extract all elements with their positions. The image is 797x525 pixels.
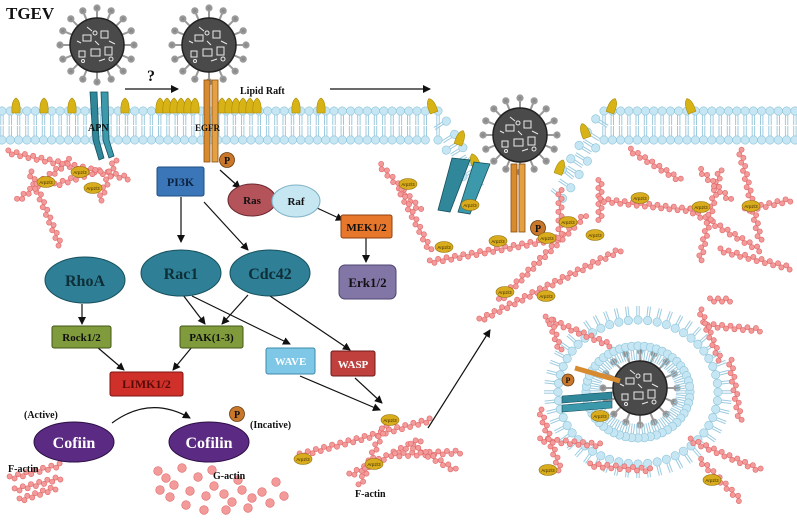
svg-text:Cofilin: Cofilin xyxy=(185,435,232,452)
pak-node: PAK(1-3) xyxy=(179,325,244,349)
unknown-transfer-question-mark: ? xyxy=(147,68,155,85)
rac1-node: Rac1 xyxy=(140,249,222,297)
svg-text:P: P xyxy=(224,156,230,167)
cdc42-node: Cdc42 xyxy=(229,249,311,297)
f-actin-label-left: F-actin xyxy=(8,464,39,475)
pi3k-node: PI3K xyxy=(156,166,205,197)
svg-text:Rock1/2: Rock1/2 xyxy=(62,332,101,344)
tgev-virus-particle-1 xyxy=(56,4,138,86)
svg-text:MEK1/2: MEK1/2 xyxy=(346,222,387,234)
erk-node: Erk1/2 xyxy=(338,264,397,300)
svg-text:Rac1: Rac1 xyxy=(164,266,199,283)
mek-node: MEK1/2 xyxy=(340,214,393,239)
diagram-title: TGEV xyxy=(6,4,55,23)
svg-text:WAVE: WAVE xyxy=(275,356,307,368)
rhoa-node: RhoA xyxy=(44,256,126,304)
raf-node: Raf xyxy=(271,184,321,218)
tgev-virus-particle-3 xyxy=(479,94,561,176)
limk-node: LIMK1/2 xyxy=(109,371,184,397)
svg-text:WASP: WASP xyxy=(338,359,369,371)
svg-text:RhoA: RhoA xyxy=(65,273,105,290)
rock-node: Rock1/2 xyxy=(51,325,112,349)
svg-text:Cofiin: Cofiin xyxy=(53,435,96,452)
cofilin-active-node: Cofiin xyxy=(33,421,115,463)
g-actin-label: G-actin xyxy=(213,471,246,482)
svg-text:Raf: Raf xyxy=(287,196,304,208)
lipid-raft-label: Lipid Raft xyxy=(240,86,285,97)
wasp-node: WASP xyxy=(330,350,376,377)
active-state-label: (Active) xyxy=(24,410,58,421)
cofilin-phospho-group: P xyxy=(229,406,245,422)
svg-text:P: P xyxy=(566,376,571,385)
wave-node: WAVE xyxy=(265,347,316,375)
svg-text:Cdc42: Cdc42 xyxy=(248,266,292,283)
apn-receptor xyxy=(89,91,115,161)
svg-text:P: P xyxy=(234,410,240,421)
ras-node: Ras xyxy=(227,183,277,217)
svg-text:Ras: Ras xyxy=(243,195,261,207)
egfr-phospho-group: P xyxy=(219,152,235,168)
f-actin-label-center: F-actin xyxy=(355,489,386,500)
svg-text:P: P xyxy=(535,224,541,235)
cofilin-inactive-node: Cofilin xyxy=(168,421,250,463)
svg-text:PI3K: PI3K xyxy=(167,175,195,189)
g-actin-monomers xyxy=(153,463,289,515)
apn-label: APN xyxy=(88,123,109,134)
apn-receptor-endosome xyxy=(561,391,613,413)
signaling-arrows xyxy=(78,169,491,429)
svg-text:LIMK1/2: LIMK1/2 xyxy=(122,377,171,391)
tgev-virus-particle-2 xyxy=(168,4,250,86)
svg-text:PAK(1-3): PAK(1-3) xyxy=(189,332,234,344)
egfr-receptor xyxy=(203,79,219,163)
egfr-receptor-internalized: P xyxy=(510,163,546,236)
svg-text:Erk1/2: Erk1/2 xyxy=(348,275,386,290)
egfr-receptor-endosome: P xyxy=(561,365,621,387)
egfr-label: EGFR xyxy=(195,123,221,133)
inactive-state-label: (Incative) xyxy=(250,420,291,431)
